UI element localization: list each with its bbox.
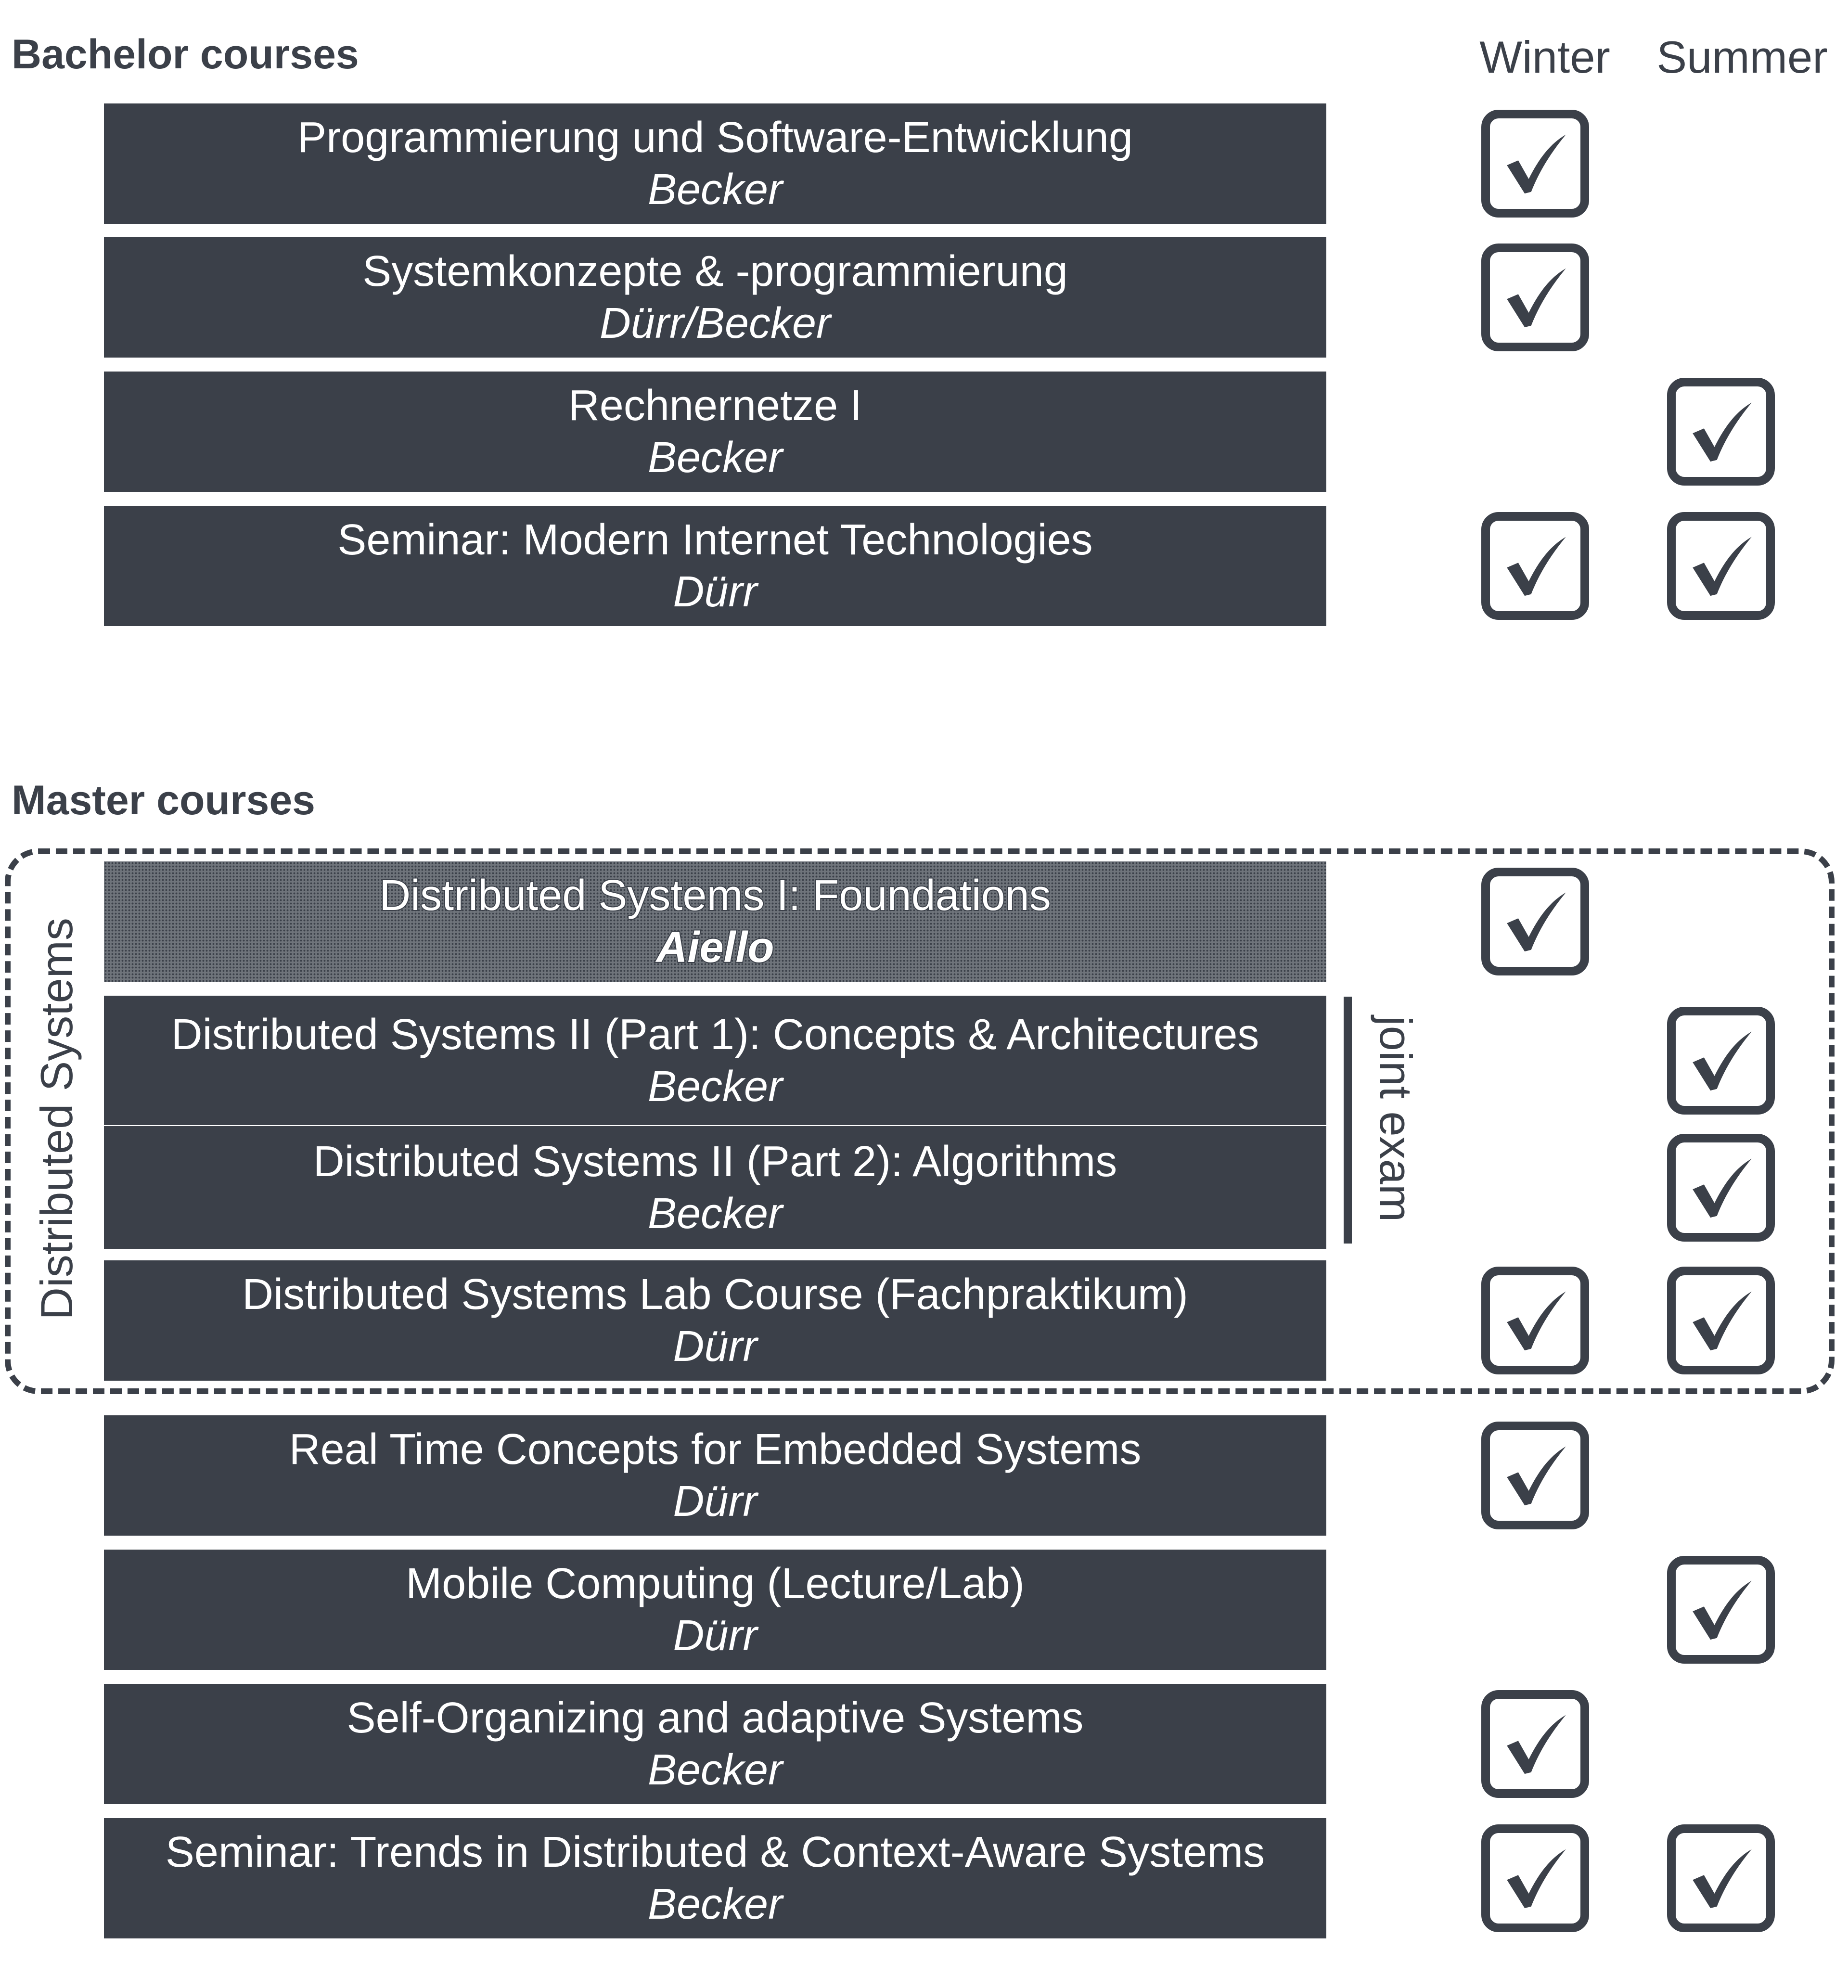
summer-checkmark-icon bbox=[1667, 1556, 1775, 1664]
winter-checkmark-icon bbox=[1481, 868, 1589, 975]
course-lecturer: Dürr bbox=[673, 1612, 757, 1660]
course-lecturer: Becker bbox=[647, 1189, 783, 1238]
course-title: Mobile Computing (Lecture/Lab) bbox=[406, 1560, 1025, 1608]
winter-column-heading: Winter bbox=[1479, 32, 1610, 82]
course-lecturer: Dürr bbox=[673, 1477, 757, 1526]
course-lecturer: Becker bbox=[647, 1880, 783, 1928]
summer-checkmark-icon bbox=[1667, 1133, 1775, 1242]
winter-checkmark-icon bbox=[1481, 1422, 1589, 1529]
course-title: Self-Organizing and adaptive Systems bbox=[346, 1694, 1084, 1742]
winter-checkmark-icon bbox=[1481, 110, 1589, 218]
winter-checkmark-icon bbox=[1481, 244, 1589, 351]
course-title: Seminar: Trends in Distributed & Context… bbox=[165, 1828, 1265, 1876]
distributed-systems-group-label: Distributed Systems bbox=[31, 918, 82, 1320]
course-lecturer: Becker bbox=[647, 166, 783, 214]
summer-checkmark-icon bbox=[1667, 1267, 1775, 1374]
summer-checkmark-icon bbox=[1667, 1824, 1775, 1932]
course-title: Distributed Systems II (Part 2): Algorit… bbox=[313, 1137, 1117, 1186]
winter-checkmark-icon bbox=[1481, 512, 1589, 620]
distributed-systems-group-frame bbox=[5, 848, 1835, 1394]
course-title: Real Time Concepts for Embedded Systems bbox=[289, 1425, 1142, 1474]
course-box: Distributed Systems II (Part 2): Algorit… bbox=[104, 1126, 1326, 1249]
course-title: Distributed Systems Lab Course (Fachprak… bbox=[242, 1270, 1188, 1319]
course-box: Distributed Systems II (Part 1): Concept… bbox=[104, 996, 1326, 1125]
winter-checkmark-icon bbox=[1481, 1690, 1589, 1798]
joint-exam-label: joint exam bbox=[1371, 1015, 1421, 1222]
course-title: Programmierung und Software-Entwicklung bbox=[297, 114, 1133, 162]
course-box: Mobile Computing (Lecture/Lab)Dürr bbox=[104, 1550, 1326, 1670]
course-lecturer: Dürr bbox=[673, 1322, 757, 1371]
bachelor-heading: Bachelor courses bbox=[12, 31, 359, 77]
course-lecturer: Dürr bbox=[673, 568, 757, 616]
summer-checkmark-icon bbox=[1667, 1006, 1775, 1115]
course-title: Distributed Systems II (Part 1): Concept… bbox=[171, 1010, 1259, 1059]
course-lecturer: Becker bbox=[647, 1746, 783, 1794]
course-lecturer: Becker bbox=[647, 434, 783, 482]
course-lecturer: Dürr/Becker bbox=[599, 299, 831, 347]
course-title: Distributed Systems I: Foundations bbox=[378, 871, 1052, 921]
course-title: Rechnernetze I bbox=[568, 382, 862, 430]
course-box: Distributed Systems Lab Course (Fachprak… bbox=[104, 1260, 1326, 1381]
summer-column-heading: Summer bbox=[1656, 32, 1828, 82]
winter-checkmark-icon bbox=[1481, 1267, 1589, 1374]
summer-checkmark-icon bbox=[1667, 512, 1775, 620]
joint-exam-bracket bbox=[1344, 997, 1352, 1244]
course-title: Systemkonzepte & -programmierung bbox=[362, 247, 1068, 295]
course-box: Seminar: Trends in Distributed & Context… bbox=[104, 1818, 1326, 1938]
course-lecturer: Aiello bbox=[655, 923, 775, 973]
course-title: Seminar: Modern Internet Technologies bbox=[337, 516, 1093, 564]
master-heading: Master courses bbox=[12, 777, 315, 823]
course-lecturer: Becker bbox=[647, 1062, 783, 1111]
winter-checkmark-icon bbox=[1481, 1824, 1589, 1932]
summer-checkmark-icon bbox=[1667, 378, 1775, 486]
